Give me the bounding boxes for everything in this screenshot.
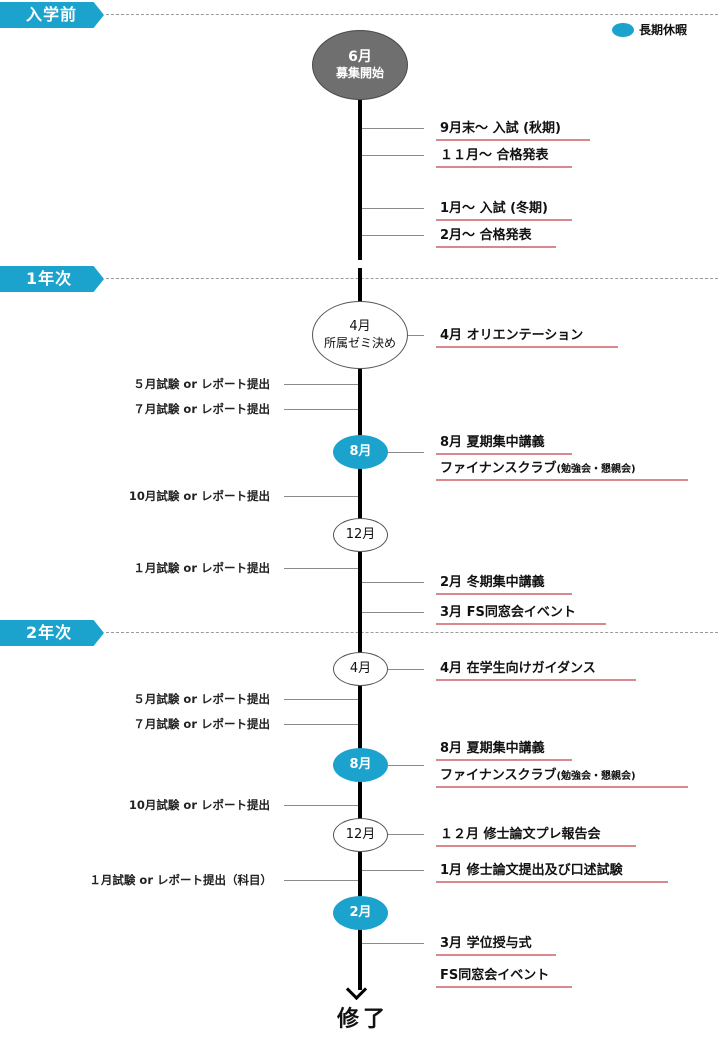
- milestone-start: 6月 募集開始: [312, 30, 408, 100]
- exam-label: ７月試験 or レポート提出: [133, 717, 270, 731]
- event-label: 3月 FS同窓会イベント: [440, 605, 576, 620]
- tick: [362, 155, 424, 156]
- event-underline: [436, 623, 606, 625]
- event-label: 9月末～ 入試 (秋期): [440, 121, 561, 136]
- event-label-note: (勉強会・懇親会): [556, 464, 636, 475]
- tick: [362, 208, 424, 209]
- event-underline: [436, 139, 590, 141]
- milestone-month: 4月: [349, 660, 372, 676]
- milestone-month: 2月: [349, 904, 372, 920]
- exam-label: １月試験 or レポート提出（科目）: [89, 873, 272, 887]
- event-label: １２月 修士論文プレ報告会: [440, 827, 601, 842]
- end-label: 修了: [337, 1007, 390, 1032]
- event-underline: [436, 166, 572, 168]
- milestone-y2-april: 4月: [333, 652, 388, 686]
- phase-tab-pre: 入学前: [0, 2, 104, 28]
- tick: [284, 409, 358, 410]
- event-label: ファイナンスクラブ(勉強会・懇親会): [440, 460, 636, 479]
- milestone-y1-april: 4月 所属ゼミ決め: [312, 301, 408, 369]
- tick: [284, 384, 358, 385]
- event-label: １１月～ 合格発表: [440, 148, 549, 163]
- event-underline: [436, 593, 572, 595]
- phase-tab-year1: 1年次: [0, 266, 104, 292]
- event-underline: [436, 881, 668, 883]
- event-label: 1月～ 入試 (冬期): [440, 201, 548, 216]
- event-label: 8月 夏期集中講義: [440, 435, 545, 450]
- event-label-main: ファイナンスクラブ: [440, 768, 557, 783]
- tick: [284, 805, 358, 806]
- phase-divider-pre: [106, 14, 718, 15]
- phase-divider-year1: [106, 278, 718, 279]
- tick: [400, 335, 424, 336]
- phase-tab-year2: 2年次: [0, 620, 104, 646]
- tick: [284, 724, 358, 725]
- tick: [362, 582, 424, 583]
- event-underline: [436, 786, 688, 788]
- milestone-month: 6月: [348, 48, 372, 65]
- event-underline: [436, 346, 618, 348]
- exam-label: １月試験 or レポート提出: [133, 561, 270, 575]
- tick: [284, 496, 358, 497]
- tick: [362, 870, 424, 871]
- legend-swatch: [612, 22, 634, 37]
- milestone-y1-december: 12月: [333, 518, 388, 552]
- tick: [388, 834, 424, 835]
- legend-label: 長期休暇: [639, 23, 688, 37]
- milestone-month: 8月: [349, 756, 372, 772]
- event-label: 2月～ 合格発表: [440, 228, 532, 243]
- tick: [388, 765, 424, 766]
- event-label: ファイナンスクラブ(勉強会・懇親会): [440, 767, 636, 786]
- event-label: 4月 オリエンテーション: [440, 328, 584, 343]
- event-underline: [436, 479, 688, 481]
- exam-label: 10月試験 or レポート提出: [128, 798, 270, 812]
- timeline-spine-main: [358, 268, 362, 990]
- exam-label: ５月試験 or レポート提出: [133, 692, 270, 706]
- event-label: 2月 冬期集中講義: [440, 575, 545, 590]
- tick: [362, 943, 424, 944]
- timeline-arrow-icon: [345, 978, 368, 1001]
- tick: [362, 128, 424, 129]
- event-label-note: (勉強会・懇親会): [556, 771, 636, 782]
- milestone-y2-august: 8月: [333, 748, 388, 782]
- milestone-month: 8月: [349, 443, 372, 459]
- tick: [284, 568, 358, 569]
- tick: [284, 699, 358, 700]
- exam-label: ５月試験 or レポート提出: [133, 377, 270, 391]
- event-underline: [436, 246, 556, 248]
- event-label-main: ファイナンスクラブ: [440, 461, 557, 476]
- milestone-text: 募集開始: [335, 66, 384, 81]
- tick: [388, 452, 424, 453]
- event-label: 1月 修士論文提出及び口述試験: [440, 863, 623, 878]
- milestone-month: 12月: [345, 526, 376, 542]
- tick: [388, 669, 424, 670]
- tick: [362, 235, 424, 236]
- event-underline: [436, 954, 556, 956]
- event-underline: [436, 759, 572, 761]
- timeline-spine-pre: [358, 70, 362, 260]
- milestone-y2-december: 12月: [333, 818, 388, 852]
- tick: [362, 612, 424, 613]
- milestone-month: 12月: [345, 826, 376, 842]
- milestone-y1-august: 8月: [333, 435, 388, 469]
- event-underline: [436, 453, 572, 455]
- event-label: 3月 学位授与式: [440, 936, 532, 951]
- milestone-y2-february: 2月: [333, 896, 388, 930]
- milestone-text: 所属ゼミ決め: [323, 335, 396, 350]
- milestone-month: 4月: [349, 319, 371, 335]
- event-underline: [436, 845, 636, 847]
- event-label: 4月 在学生向けガイダンス: [440, 661, 596, 676]
- exam-label: 10月試験 or レポート提出: [128, 489, 270, 503]
- exam-label: ７月試験 or レポート提出: [133, 402, 270, 416]
- event-underline: [436, 986, 572, 988]
- event-label: 8月 夏期集中講義: [440, 741, 545, 756]
- event-underline: [436, 679, 636, 681]
- legend: 長期休暇: [612, 21, 687, 38]
- event-underline: [436, 219, 572, 221]
- phase-divider-year2: [106, 632, 718, 633]
- event-label: FS同窓会イベント: [440, 968, 550, 983]
- tick: [284, 880, 358, 881]
